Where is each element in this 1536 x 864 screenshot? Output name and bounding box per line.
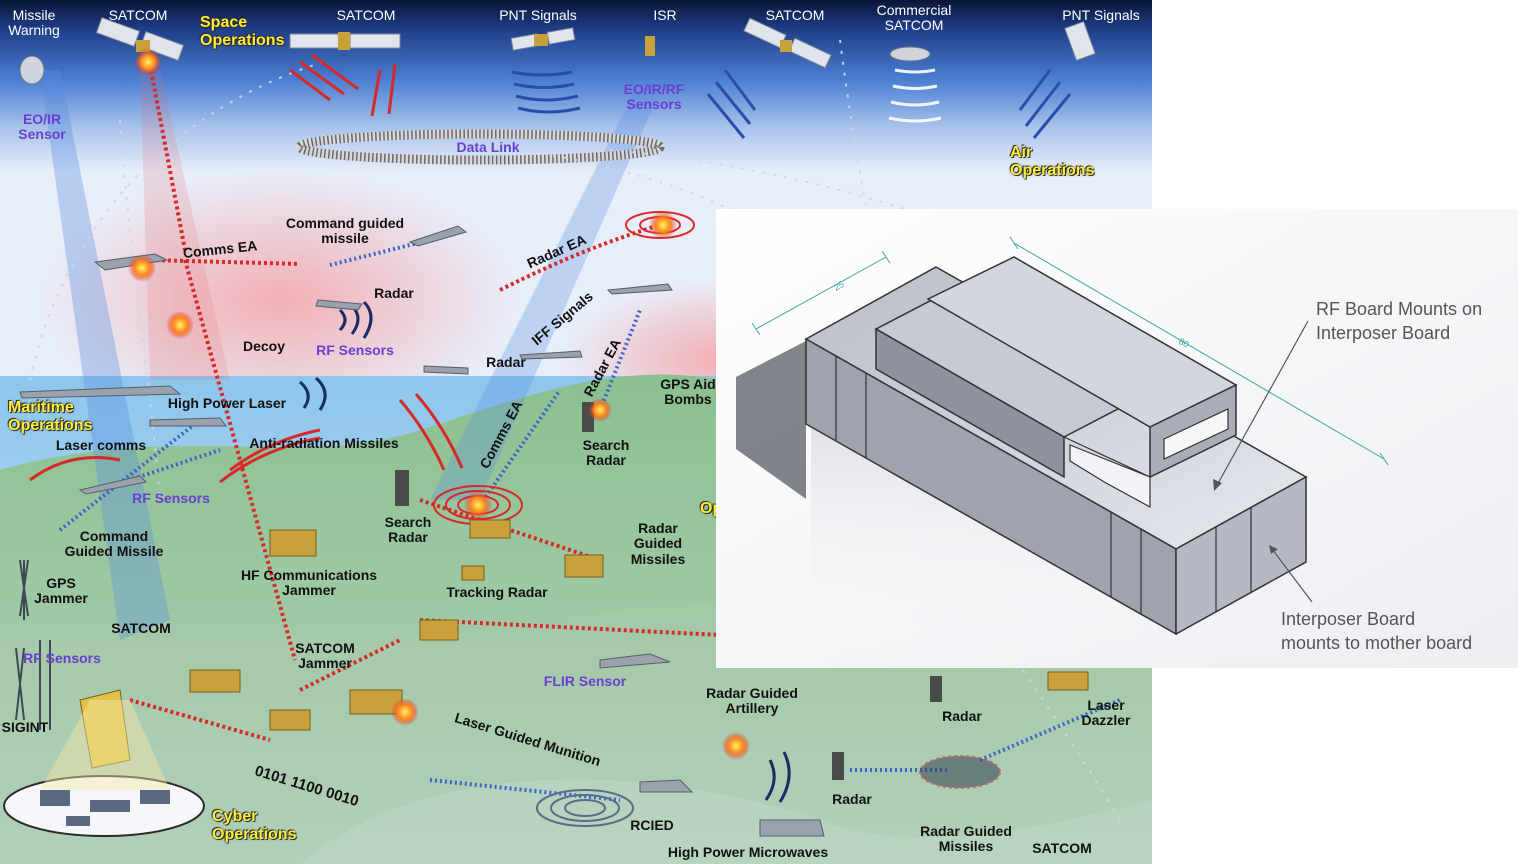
label-commercial-satcom: Commercial SATCOM xyxy=(876,2,952,34)
interposer-side-face xyxy=(1175,475,1307,636)
label-command-guided-missile-2: Command Guided Missile xyxy=(64,528,164,560)
label-satcom-1: SATCOM xyxy=(108,7,168,23)
label-satcom-jammer: SATCOM Jammer xyxy=(295,640,355,672)
label-radar-3: Radar xyxy=(942,708,982,724)
label-hf-communications-jammer: HF Communications Jammer xyxy=(240,567,378,599)
label-tracking-radar: Tracking Radar xyxy=(446,584,548,600)
label-satcom-5: SATCOM xyxy=(1032,840,1092,856)
label-radar-1: Radar xyxy=(374,285,414,301)
leader-line-interposer xyxy=(1271,548,1313,603)
label-high-power-microwaves: High Power Microwaves xyxy=(667,844,829,860)
label-laser-comms: Laser comms xyxy=(55,437,147,453)
dimension-label-width: 25 xyxy=(832,279,846,293)
dimension-label-length: 80 xyxy=(1177,336,1191,350)
label-pnt-signals-2: PNT Signals xyxy=(1062,7,1140,23)
label-satcom-3: SATCOM xyxy=(765,7,825,23)
shadow xyxy=(736,341,806,499)
label-rf-sensors-2: RF Sensors xyxy=(132,490,210,506)
label-space-operations: Space Operations xyxy=(200,14,285,49)
label-radar-4: Radar xyxy=(832,791,872,807)
label-satcom-2: SATCOM xyxy=(336,7,396,23)
label-sigint: SIGINT xyxy=(1,719,49,735)
label-radar-guided-missiles-1: Radar Guided Missiles xyxy=(630,520,686,567)
label-gps-jammer: GPS Jammer xyxy=(34,575,88,607)
interposer-slots xyxy=(835,356,1252,614)
label-cyber-operations: Cyber Operations xyxy=(212,808,297,843)
label-radar-2: Radar xyxy=(486,354,526,370)
label-isr: ISR xyxy=(653,7,677,23)
label-air-operations: Air Operations xyxy=(1010,144,1095,179)
label-eo-ir-sensor: EO/IR Sensor xyxy=(18,111,66,143)
label-eo-ir-rf-sensors: EO/IR/RF Sensors xyxy=(623,81,685,113)
annotation-interposer-board: Interposer Board mounts to mother board xyxy=(1281,609,1473,654)
label-radar-guided-missiles-2: Radar Guided Missiles xyxy=(920,823,1012,855)
label-satcom-4: SATCOM xyxy=(111,620,171,636)
label-anti-radiation-missiles: Anti-radiation Missiles xyxy=(249,435,399,451)
label-flir-sensor: FLIR Sensor xyxy=(543,673,627,689)
label-decoy: Decoy xyxy=(242,338,286,354)
label-radar-guided-artillery: Radar Guided Artillery xyxy=(706,685,798,717)
label-laser-dazzler: Laser Dazzler xyxy=(1081,697,1131,729)
label-gps-aided-bombs: GPS Aid Bombs xyxy=(660,376,716,408)
label-rcied: RCIED xyxy=(630,817,674,833)
label-search-radar-2: Search Radar xyxy=(384,514,432,546)
leader-line-rf-board xyxy=(1215,320,1309,488)
rf-board-3d-model-inset: 25 80 RF Board Mounts on Interposer Boar… xyxy=(716,209,1518,668)
label-command-guided-missile-1: Command guided missile xyxy=(285,215,405,247)
dimension-lines xyxy=(751,236,1389,466)
label-data-link: Data Link xyxy=(456,139,520,155)
reflection xyxy=(811,374,1306,668)
rf-board-3d-model: 25 80 xyxy=(716,209,1518,668)
label-high-power-laser: High Power Laser xyxy=(167,395,287,411)
label-pnt-signals-1: PNT Signals xyxy=(499,7,577,23)
label-search-radar-1: Search Radar xyxy=(582,437,630,469)
label-maritime-operations: Maritime Operations xyxy=(8,399,93,434)
label-missile-warning: Missile Warning xyxy=(8,7,60,39)
rf-board-left-front xyxy=(875,327,1065,479)
label-rf-sensors-1: RF Sensors xyxy=(316,342,394,358)
label-rf-sensors-3: RF Sensors xyxy=(23,650,101,666)
annotation-rf-board: RF Board Mounts on Interposer Board xyxy=(1316,299,1483,344)
